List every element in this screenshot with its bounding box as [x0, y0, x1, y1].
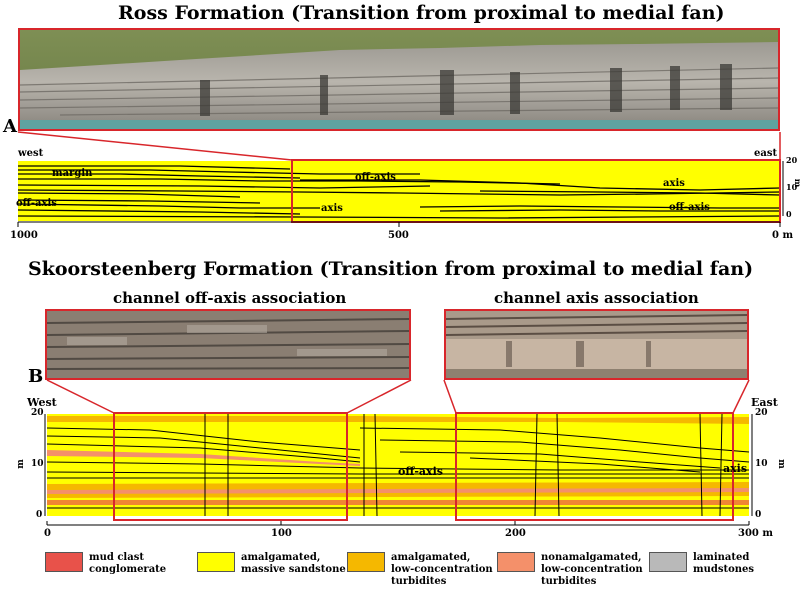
skoor-sandstone-body	[47, 414, 749, 516]
legend-nonamalgamated-turbidites: nonamalgamated, low-concentration turbid…	[497, 552, 643, 588]
skoor-nonamalgamated-lower	[47, 488, 749, 494]
ross-y-label-10: 10	[786, 182, 798, 192]
legend-swatch-mud-clast	[45, 552, 83, 572]
off-axis-outcrop-photo	[45, 309, 411, 380]
legend-line: low-concentration	[391, 564, 493, 575]
skoor-mud-clast-band	[47, 500, 749, 505]
ross-label-axis-right: axis	[663, 178, 685, 189]
ross-label-margin: margin	[52, 168, 93, 179]
legend-line: amalgamated,	[241, 552, 321, 563]
ross-label-off-axis-center: off-axis	[355, 172, 396, 183]
legend-text-amalgamated-turbidites: amalgamated, low-concentration turbidite…	[391, 552, 493, 588]
ross-bedding-lines	[17, 165, 781, 219]
photo-right-caption: channel axis association	[494, 289, 699, 307]
skoor-turbidite-top	[47, 416, 749, 424]
legend-line: laminated	[693, 552, 750, 563]
legend-text-mudstones: laminated mudstones	[693, 552, 754, 576]
connector-b-3	[443, 379, 457, 414]
legend-line: nonamalgamated,	[541, 552, 642, 563]
skoor-y-left-10: 10	[31, 459, 44, 469]
ross-cross-section	[17, 131, 784, 227]
skoor-y-left-unit: m	[15, 459, 26, 469]
ross-label-off-axis-left: off-axis	[16, 198, 57, 209]
legend-massive-sandstone: amalgamated, massive sandstone	[197, 552, 346, 576]
skoor-y-right-unit: m	[775, 459, 786, 469]
skoor-x-label-0: 0	[44, 528, 51, 539]
legend-line: mud clast	[89, 552, 144, 563]
ross-outcrop-photo	[18, 28, 780, 131]
legend-line: massive sandstone	[241, 564, 346, 575]
skoor-bedding-lines	[46, 413, 750, 517]
ross-x-label-500: 500	[388, 230, 409, 241]
photo-left-caption: channel off-axis association	[113, 289, 347, 307]
panel-b-title: Skoorsteenberg Formation (Transition fro…	[28, 258, 754, 280]
legend-mud-clast: mud clast conglomerate	[45, 552, 166, 576]
skoor-y-right-10: 10	[755, 459, 768, 469]
legend-swatch-amalgamated-turbidites	[347, 552, 385, 572]
skoor-nonamalgamated-band	[47, 450, 360, 466]
skoor-y-left-20: 20	[31, 408, 44, 418]
ross-y-label-0: 0	[786, 209, 792, 219]
skoorsteenberg-cross-section	[44, 379, 753, 526]
legend-line: turbidites	[391, 576, 447, 587]
legend-text-mud-clast: mud clast conglomerate	[89, 552, 166, 576]
skoor-label-west: West	[27, 396, 57, 409]
axis-outcrop-photo	[444, 309, 749, 380]
ross-y-unit: m	[793, 179, 800, 187]
legend-line: mudstones	[693, 564, 755, 575]
ross-label-axis-lower: axis	[321, 203, 343, 214]
legend-amalgamated-turbidites: amalgamated, low-concentration turbidite…	[347, 552, 493, 588]
connector-line-left	[17, 131, 293, 161]
skoor-y-right-0: 0	[755, 510, 762, 520]
legend-laminated-mudstones: laminated mudstones	[649, 552, 754, 576]
axis-detail-frame	[455, 412, 734, 521]
ross-photo-drawing	[20, 30, 778, 129]
skoor-label-axis: axis	[723, 462, 748, 475]
skoor-x-label-200: 200	[505, 528, 526, 539]
panel-b-letter: B	[28, 366, 44, 387]
ross-y-label-20: 20	[786, 155, 798, 165]
legend-text-nonamalgamated: nonamalgamated, low-concentration turbid…	[541, 552, 643, 588]
ross-x-label-1000: 1000	[10, 230, 38, 241]
legend-swatch-mudstones	[649, 552, 687, 572]
skoor-y-right-20: 20	[755, 408, 768, 418]
connector-b-4	[732, 379, 750, 414]
connector-b-1	[46, 379, 115, 414]
connector-b-2	[346, 379, 412, 414]
legend-line: amalgamated,	[391, 552, 471, 563]
panel-a-title: Ross Formation (Transition from proximal…	[118, 2, 725, 24]
ross-label-west: west	[18, 148, 44, 159]
skoor-x-label-100: 100	[271, 528, 292, 539]
legend-swatch-nonamalgamated	[497, 552, 535, 572]
axis-photo-drawing	[446, 311, 747, 378]
ross-label-east: east	[754, 148, 778, 159]
off-axis-detail-frame	[113, 412, 348, 521]
off-axis-photo-drawing	[47, 311, 409, 378]
ross-label-off-axis-right: off-axis	[669, 202, 710, 213]
legend-text-sandstone: amalgamated, massive sandstone	[241, 552, 346, 576]
skoor-label-east: East	[751, 396, 778, 409]
skoor-label-off-axis: off-axis	[398, 465, 443, 478]
legend-line: turbidites	[541, 576, 597, 587]
ross-x-label-0: 0 m	[772, 230, 794, 241]
legend-swatch-sandstone	[197, 552, 235, 572]
skoor-x-label-300: 300 m	[738, 528, 773, 539]
legend-line: low-concentration	[541, 564, 643, 575]
skoor-y-left-0: 0	[36, 510, 43, 520]
panel-a-letter: A	[3, 116, 17, 137]
legend-line: conglomerate	[89, 564, 167, 575]
